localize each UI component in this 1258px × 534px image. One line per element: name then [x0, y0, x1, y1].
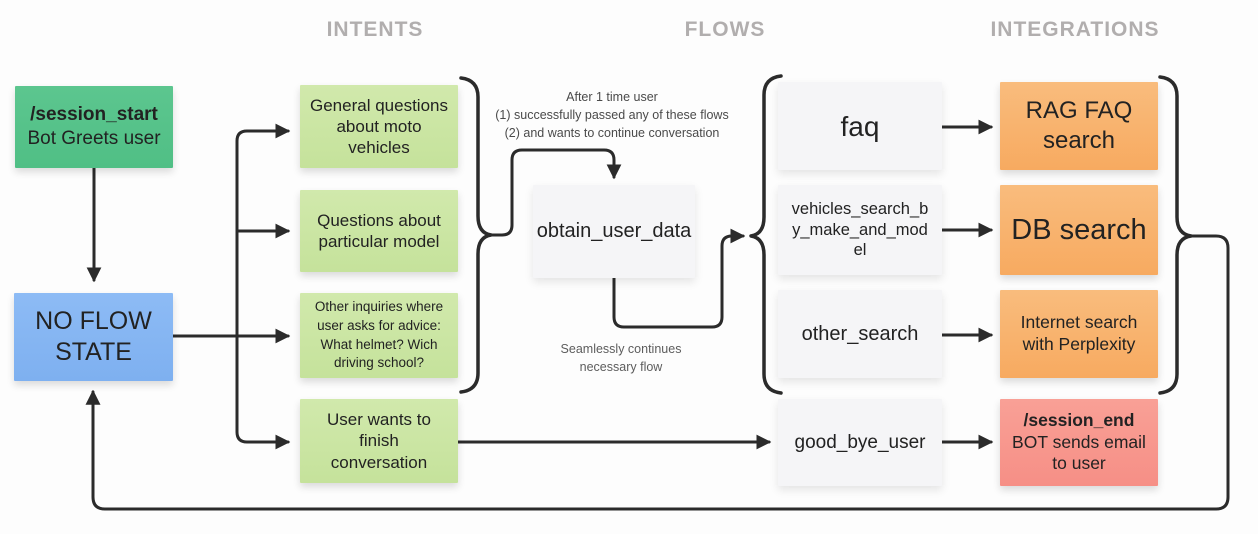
- session-end-title: /session_end: [1023, 409, 1135, 430]
- integration-internet-search-node[interactable]: Internet search with Perplexity: [1000, 290, 1158, 378]
- session-end-node[interactable]: /session_end BOT sends email to user: [1000, 399, 1158, 486]
- intent-general-questions-node[interactable]: General questions about moto vehicles: [300, 85, 458, 168]
- flows-column-header: FLOWS: [684, 18, 766, 41]
- session-start-title: /session_start: [30, 104, 158, 126]
- integration-db-search-label: DB search: [1011, 213, 1147, 246]
- flow-other-search-label: other_search: [801, 322, 919, 345]
- obtain-user-data-label: obtain_user_data: [536, 220, 692, 242]
- connector-trunk-to-intent-2: [235, 231, 288, 241]
- flow-vehicles-search-label: vehicles_search_by_make_and_model: [791, 200, 929, 260]
- flows-brace: [749, 74, 783, 395]
- session-end-subtitle: BOT sends email to user: [1012, 431, 1146, 474]
- obtain-user-data-node[interactable]: obtain_user_data: [533, 185, 695, 278]
- intent-particular-model-label: Questions about particular model: [317, 210, 441, 251]
- no-flow-state-node[interactable]: NO FLOW STATE: [14, 293, 173, 381]
- intent-general-questions-label: General questions about moto vehicles: [310, 95, 448, 158]
- integration-rag-faq-node[interactable]: RAG FAQ search: [1000, 82, 1158, 170]
- flow-faq-node[interactable]: faq: [778, 82, 942, 170]
- after-first-time-annotation: After 1 time user (1) successfully passe…: [495, 90, 729, 141]
- intent-particular-model-node[interactable]: Questions about particular model: [300, 190, 458, 272]
- flow-faq-label: faq: [840, 110, 880, 142]
- connector-trunk-to-intent-4: [235, 334, 291, 450]
- seamless-continue-annotation: Seamlessly continues necessary flow: [560, 342, 682, 375]
- connector-trunk-to-intent-1: [235, 123, 291, 338]
- integration-db-search-node[interactable]: DB search: [1000, 185, 1158, 275]
- integration-rag-faq-label: RAG FAQ search: [1025, 97, 1133, 154]
- flow-goodbye-user-label: good_bye_user: [794, 431, 926, 453]
- session-start-node[interactable]: /session_start Bot Greets user: [15, 86, 173, 168]
- integration-internet-search-label: Internet search with Perplexity: [1020, 312, 1138, 354]
- integrations-column-header: INTEGRATIONS: [990, 18, 1160, 41]
- integrations-brace: [1158, 75, 1193, 395]
- flow-goodbye-user-node[interactable]: good_bye_user: [778, 399, 942, 486]
- intent-finish-conversation-node[interactable]: User wants to finish conversation: [300, 399, 458, 483]
- session-start-subtitle: Bot Greets user: [27, 128, 161, 149]
- intents-column-header: INTENTS: [326, 18, 424, 41]
- no-flow-state-label: NO FLOW STATE: [35, 306, 152, 366]
- intent-other-inquiries-label: Other inquiries where user asks for advi…: [314, 298, 444, 371]
- flow-vehicles-search-node[interactable]: vehicles_search_by_make_and_model: [778, 185, 942, 275]
- flow-other-search-node[interactable]: other_search: [778, 290, 942, 378]
- intent-other-inquiries-node[interactable]: Other inquiries where user asks for advi…: [300, 293, 458, 378]
- intent-finish-conversation-label: User wants to finish conversation: [327, 410, 431, 472]
